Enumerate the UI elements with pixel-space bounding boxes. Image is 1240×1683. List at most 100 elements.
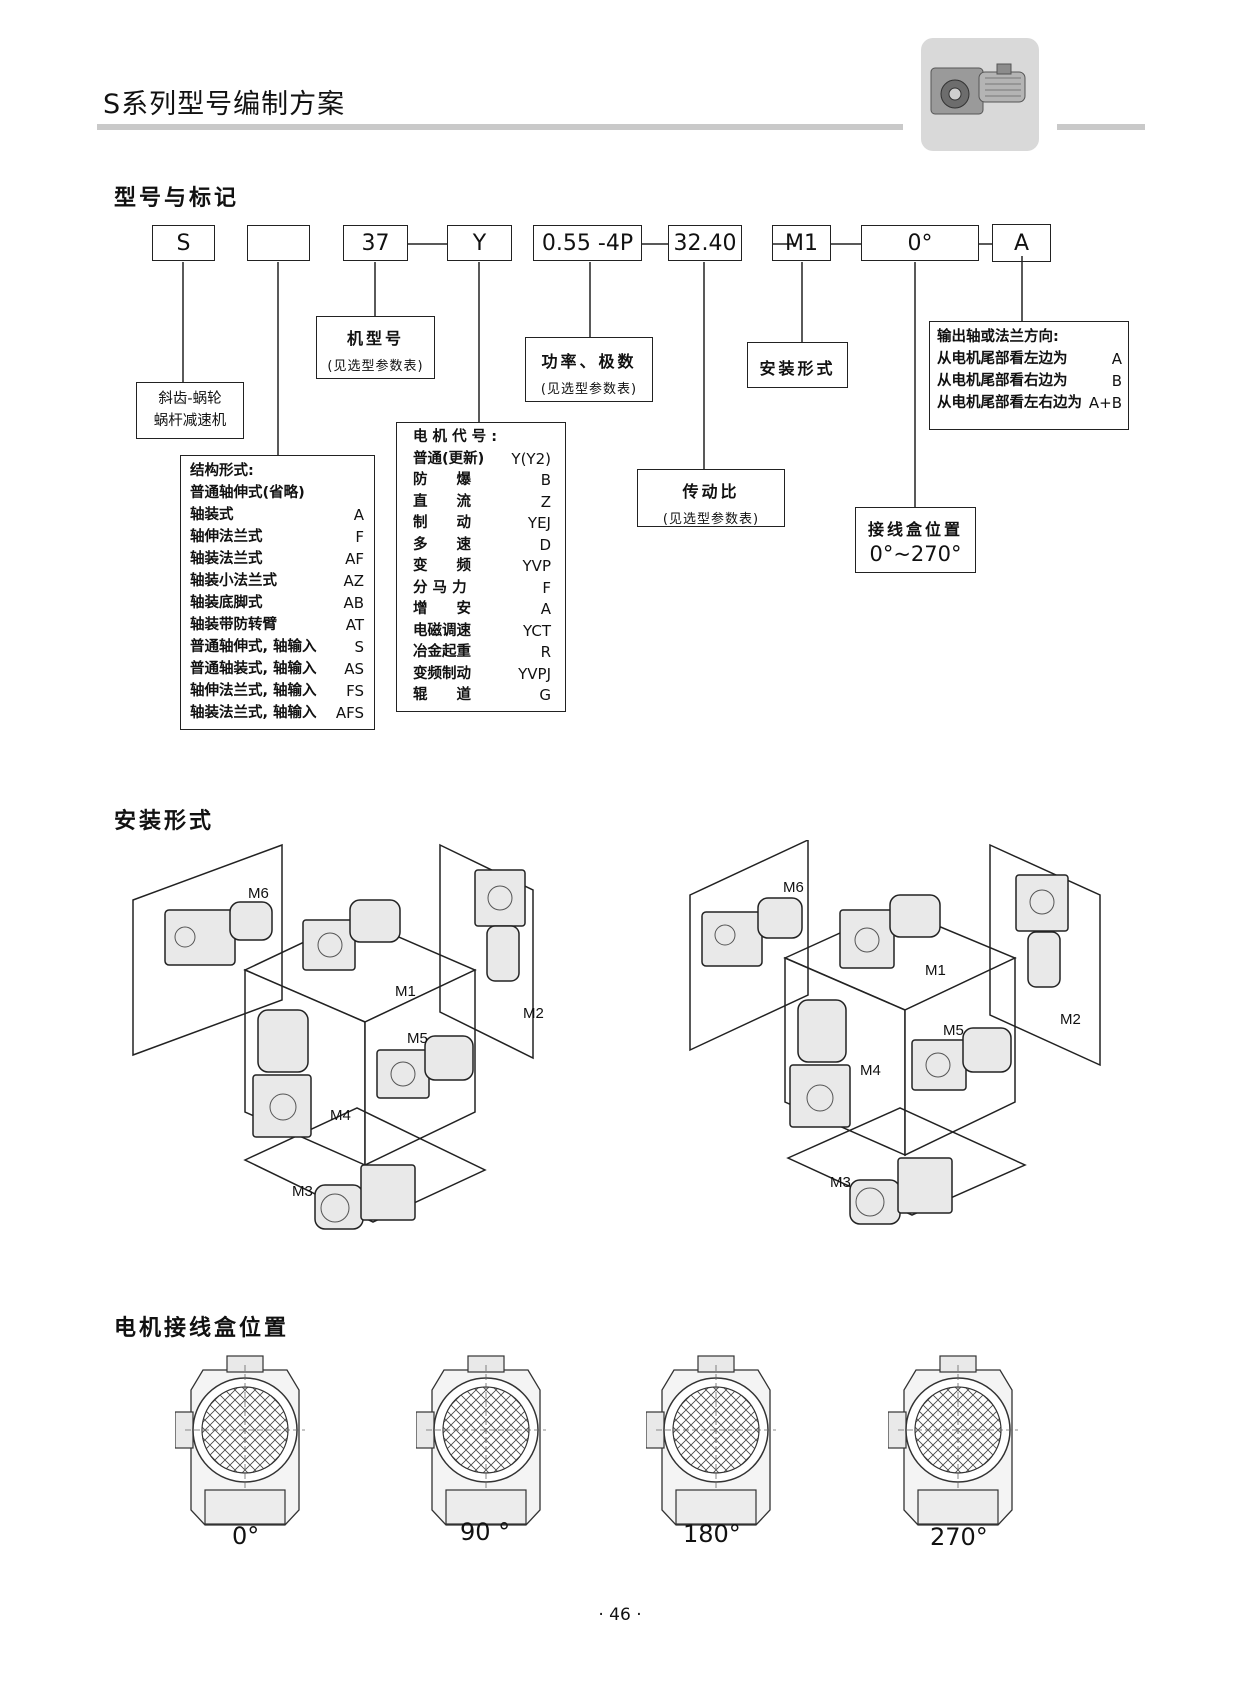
mount-left-m1: M1	[395, 983, 416, 1000]
label-power-sub: (见选型参数表)	[540, 382, 638, 397]
header-rule-left	[97, 124, 903, 130]
label-ratio-title: 传动比	[682, 482, 740, 501]
motor-item-code: YVPJ	[518, 664, 551, 683]
structure-item-code: AFS	[335, 704, 364, 722]
mount-right-m1: M1	[925, 962, 946, 979]
mount-left-m5: M5	[407, 1030, 428, 1047]
motor-item-code: YVP	[522, 557, 551, 575]
label-frame-sub: (见选型参数表)	[327, 359, 424, 374]
output-item-name: 从电机尾部看左边为	[937, 351, 1068, 367]
structure-item-row: 轴装小法兰式 AZ	[190, 570, 364, 592]
output-item-code: A+B	[1088, 394, 1122, 412]
motor-item-code: B	[540, 471, 551, 489]
mount-right-m2: M2	[1060, 1011, 1081, 1028]
structure-item-name: 普通轴装式, 轴输入	[190, 661, 317, 677]
terminal-caption-0: 0°	[232, 1522, 260, 1550]
label-power-title: 功率、极数	[541, 352, 637, 371]
structure-item-row: 普通轴伸式(省略)	[190, 482, 364, 504]
code-box-mount: M1	[772, 225, 831, 261]
structure-list-title: 结构形式:	[190, 463, 254, 479]
label-type-line2: 蜗杆减速机	[153, 413, 227, 429]
structure-item-code: S	[354, 638, 364, 656]
motor-item-row: 变频制动 YVPJ	[413, 664, 551, 686]
motor-item-name: 变 频	[413, 558, 471, 574]
label-ratio-sub: (见选型参数表)	[662, 512, 760, 527]
output-list-title: 输出轴或法兰方向:	[937, 329, 1059, 345]
mount-left-m3: M3	[292, 1183, 313, 1200]
motor-item-row: 变 频 YVP	[413, 556, 551, 578]
motor-item-name: 制 动	[413, 515, 471, 531]
structure-item-code: AB	[343, 594, 364, 612]
output-item-name: 从电机尾部看左右边为	[937, 395, 1082, 411]
header-rule-right	[1057, 124, 1145, 130]
motor-item-name: 冶金起重	[413, 644, 471, 660]
label-power: 功率、极数 (见选型参数表)	[525, 337, 653, 402]
structure-item-code: FS	[346, 682, 364, 700]
output-item-row: 从电机尾部看左边为 A	[937, 348, 1122, 370]
code-box-power: 0.55 -4P	[533, 225, 642, 261]
section-title-model: 型号与标记	[114, 186, 240, 211]
structure-item-name: 轴装法兰式, 轴输入	[190, 705, 317, 721]
structure-item-code: AZ	[343, 572, 364, 590]
motor-item-code: Z	[540, 492, 551, 511]
gear-motor-thumbnail	[921, 38, 1039, 151]
structure-item-name: 轴伸法兰式	[190, 529, 263, 545]
output-item-code: A	[1111, 350, 1122, 368]
motor-item-row: 普通(更新)Y(Y2)	[413, 449, 551, 471]
motor-item-row: 电磁调速 YCT	[413, 621, 551, 643]
structure-item-name: 轴装带防转臂	[190, 617, 277, 633]
structure-item-row: 轴伸法兰式, 轴输入 FS	[190, 680, 364, 702]
motor-item-name: 辊 道	[413, 687, 471, 703]
mount-right-m4: M4	[860, 1062, 881, 1079]
mounting-diagram-right: M6 M1 M2 M5 M4 M3	[689, 840, 1101, 1225]
section-title-terminal: 电机接线盒位置	[114, 1316, 290, 1341]
code-box-ratio: 32.40	[668, 225, 742, 261]
motor-list-title: 电 机 代 号 :	[413, 429, 497, 445]
structure-item-name: 轴装式	[190, 507, 234, 523]
mount-left-m6: M6	[248, 885, 269, 902]
label-ratio: 传动比 (见选型参数表)	[637, 469, 785, 527]
label-terminal-title: 接线盒位置	[867, 520, 963, 539]
label-terminal-position: 接线盒位置 0°~270°	[855, 507, 976, 573]
motor-item-name: 变频制动	[413, 665, 471, 682]
motor-item-name: 直 流	[413, 493, 471, 510]
motor-item-code: YCT	[523, 621, 551, 640]
terminal-caption-90: 90 °	[460, 1518, 511, 1546]
code-box-frame: 37	[343, 225, 408, 261]
structure-item-code: F	[355, 528, 364, 546]
code-box-terminal: 0°	[861, 225, 979, 261]
mount-right-m3: M3	[830, 1174, 851, 1191]
label-type-line1: 斜齿-蜗轮	[158, 391, 222, 407]
motor-item-name: 增 安	[413, 601, 471, 617]
page-title: S系列型号编制方案	[103, 89, 346, 120]
mount-right-m6: M6	[783, 879, 804, 896]
label-frame-title: 机型号	[346, 329, 404, 348]
structure-item-name: 轴装小法兰式	[190, 573, 277, 589]
structure-item-code: AF	[345, 550, 364, 568]
motor-item-name: 分 马 力	[413, 579, 467, 596]
terminal-caption-270: 270°	[930, 1523, 988, 1551]
terminal-drawing-0	[175, 1355, 306, 1526]
structure-item-name: 轴装法兰式	[190, 551, 263, 567]
structure-item-name: 轴伸法兰式, 轴输入	[190, 683, 317, 699]
label-mount: 安装形式	[747, 342, 848, 388]
motor-item-code: D	[539, 535, 551, 554]
motor-item-name: 电磁调速	[413, 622, 471, 639]
structure-item-code: AT	[345, 616, 364, 634]
label-mount-title: 安装形式	[759, 359, 836, 378]
terminal-drawing-180	[646, 1355, 777, 1526]
terminal-caption-180: 180°	[683, 1520, 741, 1548]
